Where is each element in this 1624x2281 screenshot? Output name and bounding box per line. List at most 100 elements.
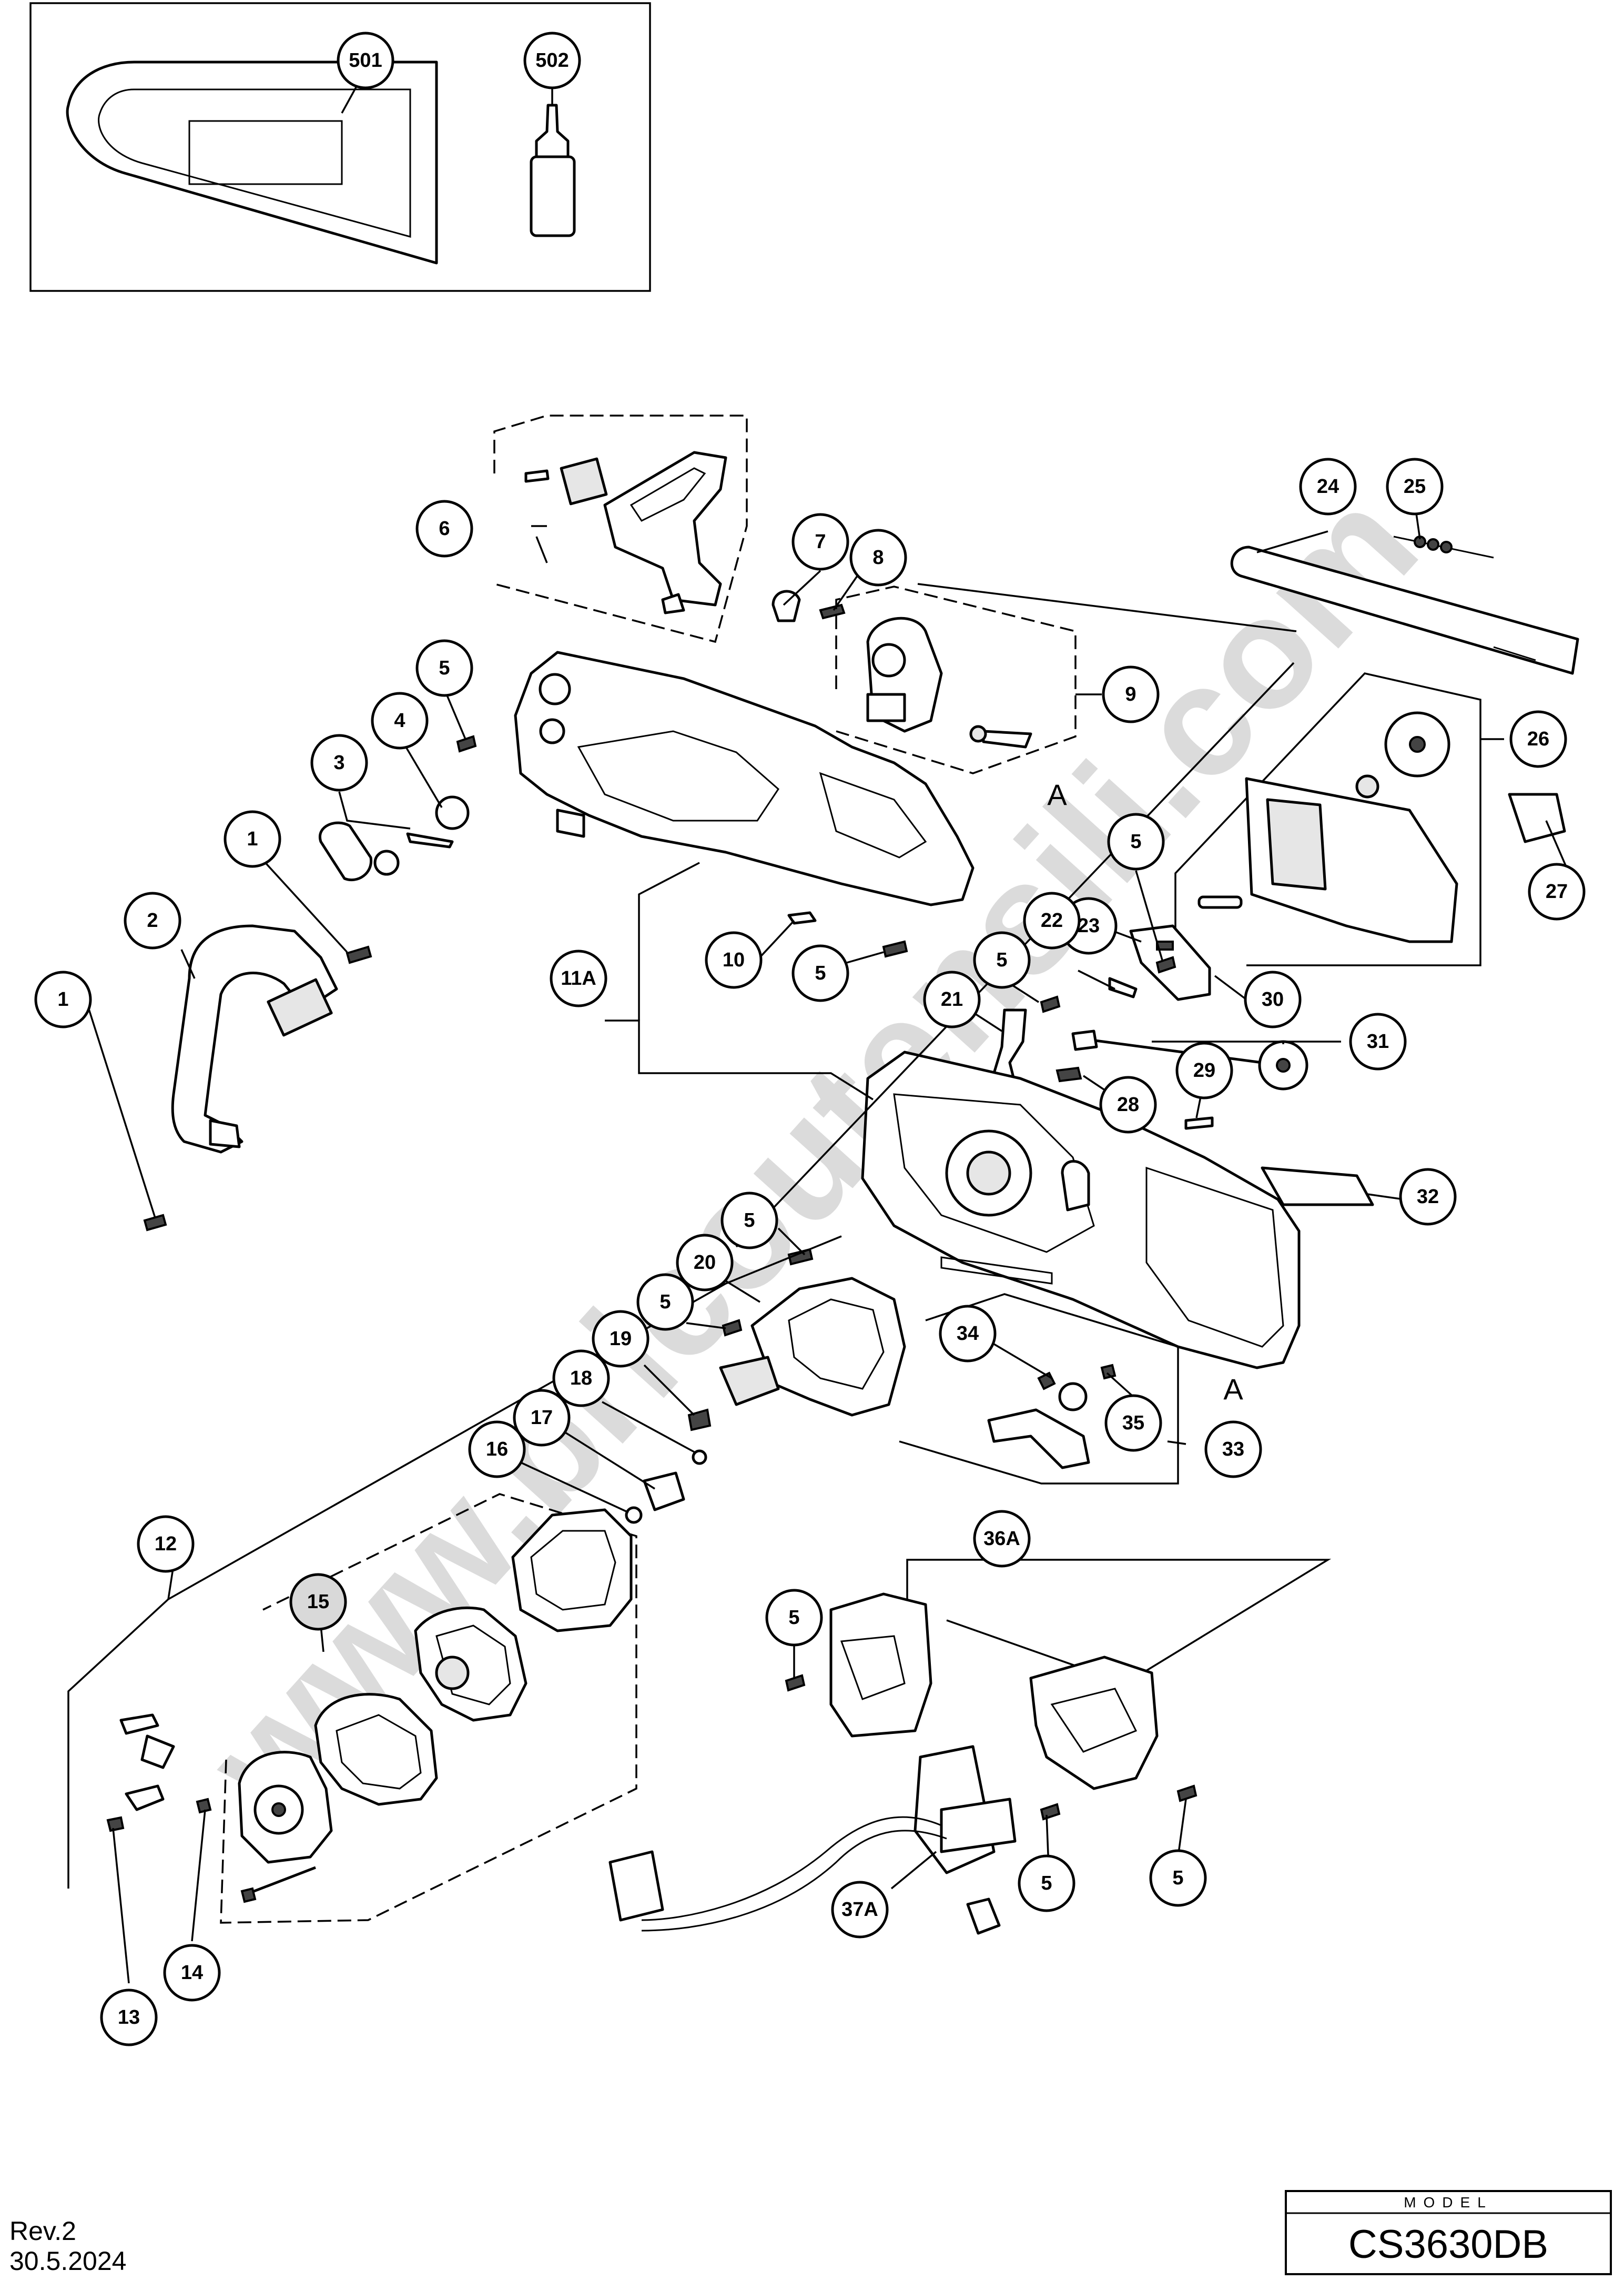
guide-bar-cover [66, 60, 438, 265]
callout-circle [513, 1389, 571, 1447]
callout-circle [1104, 1394, 1162, 1452]
callout-circle [163, 1944, 221, 2002]
callout-label: 37A [841, 1899, 878, 1921]
callout-circle [676, 1234, 734, 1291]
callout-label: 30 [1262, 988, 1284, 1011]
tensioner-assembly [1055, 1030, 1308, 1091]
callout-18: 18 [552, 1349, 610, 1407]
model-caption: MODEL [1404, 2194, 1493, 2211]
callout-5: 5 [1107, 813, 1165, 871]
callout-circle [720, 1192, 778, 1249]
callout-30: 30 [1244, 971, 1302, 1028]
callout-circle [289, 1573, 347, 1631]
callout-circle [973, 931, 1031, 989]
callout-circle [523, 32, 581, 89]
callout-14: 14 [163, 1944, 221, 2002]
callout-label: 3 [333, 752, 344, 774]
callout-circle [1349, 1013, 1407, 1071]
callout-label: 19 [610, 1328, 632, 1350]
callout-3: 3 [310, 734, 368, 792]
callout-circle [415, 639, 473, 697]
callout-label: 5 [1172, 1867, 1183, 1889]
callout-label: 25 [1404, 476, 1426, 498]
callout-9: 9 [1102, 665, 1160, 723]
callout-circle [1018, 1854, 1075, 1912]
callout-5: 5 [973, 931, 1031, 989]
callout-circle [100, 1989, 158, 2046]
callout-19: 19 [592, 1310, 649, 1368]
revision-date: 30.5.2024 [9, 2246, 126, 2276]
callout-circle [1244, 971, 1302, 1028]
callout-label: 501 [349, 49, 382, 72]
switch-housing-frame [906, 1559, 1332, 1684]
screw-1-lower [143, 1214, 167, 1232]
callout-circle [34, 971, 92, 1028]
callout-label: 12 [155, 1533, 177, 1555]
callout-24: 24 [1299, 458, 1357, 516]
callout-11A: 11A [550, 950, 607, 1007]
callout-label: 6 [439, 518, 450, 540]
callout-circle [1099, 1076, 1157, 1134]
front-handle [171, 924, 338, 1154]
callout-circle [1149, 1849, 1207, 1907]
callout-circle [550, 950, 607, 1007]
callout-label: 32 [1417, 1186, 1439, 1208]
callout-label: 28 [1117, 1094, 1139, 1116]
chain-oil-bottle [530, 79, 576, 237]
screw-5-b [882, 940, 908, 958]
callout-5: 5 [765, 1589, 823, 1647]
sprocket-cover [1197, 711, 1458, 943]
callout-17: 17 [513, 1389, 571, 1447]
callout-circle [849, 529, 907, 587]
screw-5-e [1155, 956, 1176, 974]
trigger-spring-parts [772, 590, 846, 622]
callout-26: 26 [1509, 710, 1567, 768]
callout-circle [765, 1589, 823, 1647]
callout-label: 502 [535, 49, 569, 72]
motor-dashed-frame [220, 1493, 637, 1924]
callout-1: 1 [224, 810, 281, 868]
callout-label: 16 [486, 1438, 508, 1460]
rear-handle [524, 451, 727, 614]
callout-28: 28 [1099, 1076, 1157, 1134]
callout-29: 29 [1175, 1042, 1233, 1099]
callout-31: 31 [1349, 1013, 1407, 1071]
callout-circle [791, 944, 849, 1002]
callout-label: 20 [694, 1251, 716, 1274]
callout-1: 1 [34, 971, 92, 1028]
callout-label: 10 [723, 949, 745, 971]
callout-27: 27 [1528, 863, 1586, 921]
callout-circle [939, 1305, 997, 1362]
callout-5: 5 [1018, 1854, 1075, 1912]
callout-label: 5 [788, 1607, 799, 1629]
callout-label: 34 [957, 1323, 979, 1345]
callout-label: 35 [1122, 1412, 1144, 1434]
pin-29 [1184, 1116, 1214, 1130]
model-box: MODEL CS3630DB [1285, 2190, 1612, 2275]
callout-label: 18 [570, 1367, 592, 1389]
callout-7: 7 [791, 513, 849, 571]
switch-housing [785, 1592, 1197, 1821]
callout-label: 9 [1125, 683, 1136, 705]
section-marker-a-top: A [1047, 778, 1067, 811]
callout-20: 20 [676, 1234, 734, 1291]
brake-frame [899, 1293, 1179, 1485]
callout-2: 2 [124, 892, 181, 950]
callout-label: 5 [996, 949, 1007, 971]
section-marker-a-bottom: A [1223, 1372, 1243, 1406]
callout-circle [310, 734, 368, 792]
bearing-parts [625, 1408, 712, 1524]
callout-33: 33 [1204, 1420, 1262, 1478]
chain-tension-knob [318, 795, 470, 882]
callout-circle [1175, 1042, 1233, 1099]
callout-label: 5 [815, 962, 826, 984]
callout-circle [124, 892, 181, 950]
callout-10: 10 [705, 931, 763, 989]
callout-circle [1528, 863, 1586, 921]
callout-21: 21 [923, 971, 981, 1028]
callout-4: 4 [371, 692, 429, 750]
callout-label: 13 [118, 2006, 140, 2028]
callout-circle [137, 1515, 195, 1573]
callout-circle [1107, 813, 1165, 871]
callout-label: 5 [659, 1291, 671, 1313]
